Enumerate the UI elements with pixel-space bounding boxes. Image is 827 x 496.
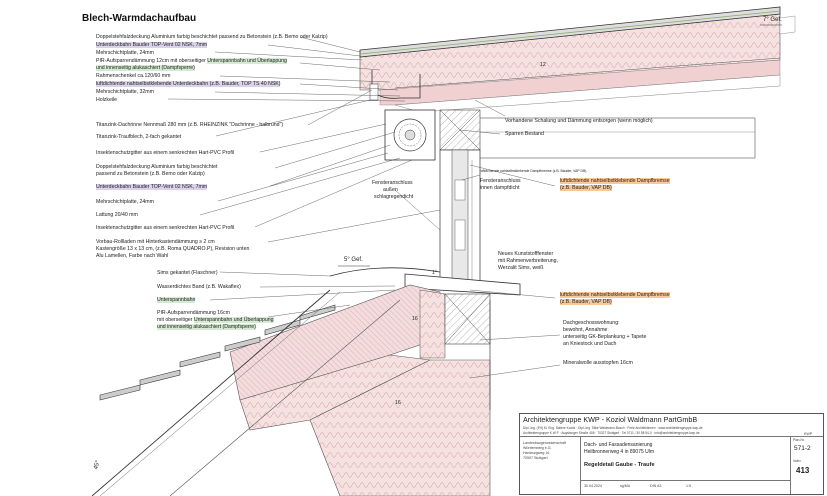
label-dg-3: unterseitig GK-Beplankung + Tapete bbox=[563, 334, 647, 340]
dim-rafter-lower-2: 16 bbox=[395, 400, 401, 406]
index-label: Index bbox=[793, 459, 801, 463]
label-mid-7: Lattung 20/40 mm bbox=[96, 212, 138, 218]
angle-label-sims: 5° Gef. bbox=[344, 257, 363, 263]
label-mid-8: Insektenschutzgitter aus einem senkrecht… bbox=[96, 225, 235, 231]
label-top-0: Doppelstehfalzdeckung Aluminium farbig b… bbox=[96, 34, 328, 40]
label-top-7: Mehrschichtplatte, 32mm bbox=[96, 89, 154, 95]
firm-address-2: Architektengruppe K W P · Augsburger Str… bbox=[523, 431, 700, 435]
label-dampf1-a: luftdichtende nahtselbstklebende Dampfbr… bbox=[560, 178, 670, 185]
label-dg-4: an Kniestock und Dach bbox=[563, 341, 617, 347]
label-low-3: PIR-Aufsparrendämmung 16cm bbox=[157, 310, 230, 316]
format: DIN A3 bbox=[650, 484, 662, 488]
label-dampf2-a: luftdichtende nahtselbstklebende Dampfbr… bbox=[560, 292, 670, 299]
knee-wall bbox=[444, 293, 491, 410]
plan-no-label: Plan-Nr. bbox=[793, 438, 805, 442]
label-top-3-hl: Unterspannbahn und Überlappung bbox=[207, 58, 287, 64]
label-top-4: und innenseitig alukaschiert (Dampfsperr… bbox=[96, 65, 195, 72]
plan-no: 571-2 bbox=[794, 445, 811, 452]
client-2: Württemberg e.G. bbox=[523, 446, 552, 450]
label-fenster-1: Neues Kunststofffenster bbox=[498, 251, 554, 257]
label-mid-2: Insektenschutzgitter aus einem senkrecht… bbox=[96, 150, 235, 156]
upper-roof bbox=[359, 6, 796, 113]
angle-marks bbox=[338, 24, 782, 267]
dim-rafter-lower: 16 bbox=[412, 316, 418, 322]
label-mid-1: Titanzink-Traufblech, 2-fach gekantet bbox=[96, 134, 182, 140]
label-low-4-pre: mit oberseitiger bbox=[157, 317, 194, 323]
logo-text: KWP bbox=[804, 432, 813, 436]
leader-lines bbox=[167, 36, 561, 379]
label-top-3-pre: PIR-Aufsparrendämmung 12cm mit oberseiti… bbox=[96, 58, 208, 64]
label-top-2: Mehrschichtplatte, 24mm bbox=[96, 50, 154, 56]
label-fa-2: außen bbox=[383, 187, 398, 193]
label-sparren: Sparren Bestand bbox=[505, 131, 544, 137]
label-top-3: PIR-Aufsparrendämmung 12cm mit oberseiti… bbox=[96, 58, 287, 64]
label-top-5: Rahmenschenkel ca.120/60 mm bbox=[96, 73, 171, 79]
client-1: Landesbaugenossenschaft bbox=[523, 441, 566, 445]
label-mid-6: Mehrschichtplatte, 24mm bbox=[96, 199, 154, 205]
label-fa-3: schlagregendicht bbox=[374, 194, 414, 200]
label-top-6: luftdichtende nahtselbstklebende Unterde… bbox=[96, 81, 281, 88]
label-mid-10: Kastengröße 13 x 13 cm, (z.B. Roma QUADR… bbox=[96, 246, 250, 252]
angle-label-vertical: 1° bbox=[432, 270, 437, 276]
firm-address: Dipl.-Ing. (FH) M. Eng. Sabine Koziol · … bbox=[523, 426, 703, 430]
label-low-4-hl: Unterspannbahn und Überlappung bbox=[193, 317, 274, 323]
label-mineral: Mineralwolle ausstopfen 16cm bbox=[563, 360, 633, 366]
label-dg-2: bewohnt, Annahme bbox=[563, 327, 608, 333]
client-4: 70597 Stuttgart bbox=[523, 456, 548, 460]
label-fa-1: Fensteranschluss bbox=[372, 180, 413, 186]
firm-name: Architektengruppe KWP - Koziol Waldmann … bbox=[523, 415, 698, 424]
angle-label-top: 7° Gef. bbox=[763, 17, 782, 23]
label-dampf2-b: (z.B. Bauder, VAP DB) bbox=[560, 299, 612, 306]
project-1: Dach- und Fassadensanierung bbox=[584, 442, 653, 448]
label-small-note: luftdichtende nahtselbstklebende Dampfbr… bbox=[480, 169, 587, 173]
window-frame bbox=[439, 149, 481, 286]
label-schalung: Vorhandene Schalung und Dämmung entsorge… bbox=[505, 118, 653, 124]
label-dg-1: Dachgeschosswohnung: bbox=[563, 320, 620, 326]
gutter bbox=[369, 70, 421, 101]
label-dampf1-b: (z.B. Bauder, VAP DB) bbox=[560, 185, 612, 192]
sill bbox=[329, 267, 521, 296]
label-low-2: Unterspannbahn bbox=[157, 297, 196, 304]
title-block: Architektengruppe KWP - Koziol Waldmann … bbox=[519, 413, 824, 495]
label-mid-0: Titanzink-Dachrinne Nennmaß 280 mm (z.B.… bbox=[96, 122, 284, 128]
label-top-8: Holzkeile bbox=[96, 97, 118, 103]
label-fenster-3: Werzalit Sims, weiß bbox=[498, 265, 544, 271]
label-low-1: Wasserdichtes Band (z.B. Wakaflex) bbox=[157, 284, 241, 290]
label-top-1: Unterdeckbahn Bauder TOP-Vent 02 NSK, 7m… bbox=[96, 42, 208, 49]
dim-rafter-top: 12 bbox=[540, 62, 546, 68]
label-mid-4: passend zu Betonstein (z.B. Bemo oder Ka… bbox=[96, 171, 205, 177]
label-low-5: und innenseitig alukaschiert (Dampfsperr… bbox=[157, 324, 256, 331]
label-fenster-2: mit Rahmenverbreiterung, bbox=[498, 258, 558, 264]
label-mid-5: Unterdeckbahn Bauder TOP-Vent 02 NSK, 7m… bbox=[96, 184, 208, 191]
drawing-name: Regeldetail Gaube - Traufe bbox=[584, 462, 655, 468]
index-no: 413 bbox=[796, 466, 810, 475]
lower-roof bbox=[91, 284, 491, 496]
scale: 1:5 bbox=[686, 484, 691, 488]
roller-shutter-box bbox=[384, 109, 436, 161]
label-low-4: mit oberseitiger Unterspannbahn und Über… bbox=[157, 317, 274, 323]
drawn: sg/MA bbox=[620, 484, 631, 488]
label-low-0: Sims gekantet (Flaschner) bbox=[157, 270, 218, 276]
date: 30.04.2024 bbox=[584, 484, 602, 488]
drawing-title: Blech-Warmdachaufbau bbox=[82, 13, 197, 24]
label-mid-11: Alu Lamellen, Farbe nach Wahl bbox=[96, 253, 169, 259]
client-3: Hamburgweg 16 bbox=[523, 451, 550, 455]
label-mid-3: Doppelstehfalzdeckung Aluminium farbig b… bbox=[96, 164, 218, 170]
project-2: Heilbronnerweg 4 in 89075 Ulm bbox=[584, 449, 655, 455]
label-mid-9: Vorbau-Rollladen mit Hinterkastendämmung… bbox=[96, 239, 215, 245]
label-fi-1: Fensteranschluss bbox=[480, 178, 521, 184]
label-fi-2: innen dampfdicht bbox=[480, 185, 520, 191]
